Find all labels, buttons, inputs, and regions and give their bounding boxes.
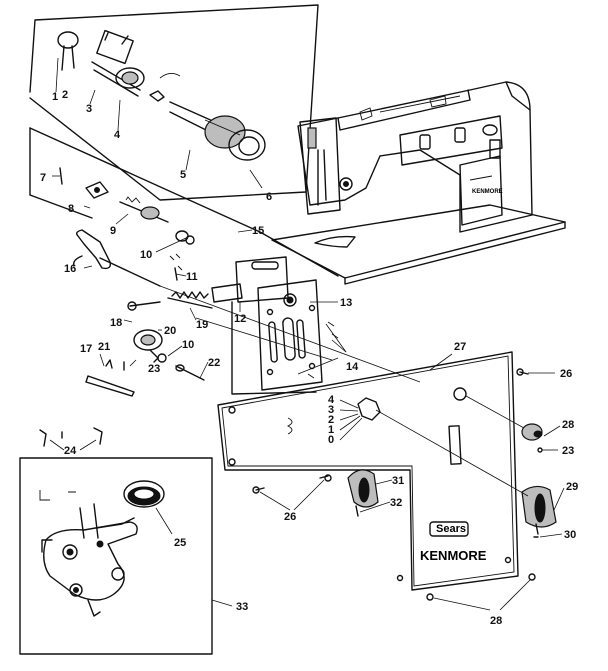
part-31-knob xyxy=(347,469,379,517)
machine-badge: KENMORE xyxy=(472,189,503,195)
label-25: 25 xyxy=(174,537,186,549)
part-22-pin xyxy=(175,364,205,381)
part-11-small-screws xyxy=(169,253,183,281)
dial-mark-2: 2 xyxy=(328,414,334,426)
stitch-dial: 4 3 2 1 0 xyxy=(328,394,381,446)
label-28b: 28 xyxy=(490,615,502,627)
dial-mark-3: 3 xyxy=(328,404,334,416)
part-23-small-screw xyxy=(157,353,167,363)
spring-clip-part xyxy=(149,73,181,102)
winder-assembly-part xyxy=(91,29,145,97)
label-21: 21 xyxy=(98,341,110,353)
label-14: 14 xyxy=(346,361,359,373)
part-19-spring xyxy=(167,291,213,309)
part-number-labels: 1 2 3 4 5 6 7 8 9 10 10 11 12 13 14 15 1… xyxy=(40,89,578,627)
label-13: 13 xyxy=(340,297,352,309)
leader-lines xyxy=(52,175,565,611)
label-15: 15 xyxy=(252,225,264,237)
label-30: 30 xyxy=(564,529,576,541)
label-23b: 23 xyxy=(562,445,574,457)
label-4: 4 xyxy=(114,129,121,141)
label-33: 33 xyxy=(236,601,248,613)
part-10-collar xyxy=(175,230,195,245)
label-1: 1 xyxy=(52,91,58,103)
label-32: 32 xyxy=(390,497,402,509)
label-26b: 26 xyxy=(284,511,296,523)
back-cover-outline xyxy=(29,127,339,277)
label-18: 18 xyxy=(110,317,122,329)
part-18-screw xyxy=(127,301,161,311)
part-7-8-bracket xyxy=(59,167,109,199)
label-2: 2 xyxy=(62,89,68,101)
label-31: 31 xyxy=(392,475,404,487)
part-9-shaft xyxy=(119,196,169,223)
inset-top xyxy=(29,4,319,201)
part-28-small-knob xyxy=(521,423,543,441)
sewing-machine-body: KENMORE xyxy=(271,81,566,285)
inset-bottom xyxy=(19,457,233,655)
faceplate-brand-sears: Sears xyxy=(436,523,466,535)
label-28a: 28 xyxy=(562,419,574,431)
label-5: 5 xyxy=(180,169,186,181)
label-27: 27 xyxy=(454,341,466,353)
part-24-screws xyxy=(39,427,103,451)
faceplate-brand-kenmore: KENMORE xyxy=(420,548,487,563)
part-16-presser-lever xyxy=(72,229,161,287)
dial-mark-0: 0 xyxy=(328,434,334,446)
part-29-knob xyxy=(521,485,557,535)
label-29: 29 xyxy=(566,481,578,493)
label-6: 6 xyxy=(266,191,272,203)
label-9: 9 xyxy=(110,225,116,237)
label-22: 22 xyxy=(208,357,220,369)
part-13-14-needle-plate xyxy=(257,279,339,391)
label-24: 24 xyxy=(64,445,77,457)
dial-mark-1: 1 xyxy=(328,424,334,436)
part-25-ring xyxy=(123,480,173,535)
label-10b: 10 xyxy=(182,339,194,351)
part-12-needle-plate-bracket xyxy=(211,256,289,303)
label-12: 12 xyxy=(234,313,246,325)
label-10a: 10 xyxy=(140,249,152,261)
part-21-spring-lever xyxy=(85,359,135,397)
face-plate: Sears KENMORE xyxy=(217,351,519,591)
label-23a: 23 xyxy=(148,363,160,375)
winder-shaft-part xyxy=(169,101,266,161)
label-20: 20 xyxy=(164,325,176,337)
label-17: 17 xyxy=(80,343,92,355)
label-3: 3 xyxy=(86,103,92,115)
dial-mark-4: 4 xyxy=(328,394,335,406)
spool-pin-part xyxy=(57,31,79,71)
label-19: 19 xyxy=(196,319,208,331)
label-26a: 26 xyxy=(560,368,572,380)
part-33-hook-assembly xyxy=(39,490,138,617)
label-8: 8 xyxy=(68,203,74,215)
label-16: 16 xyxy=(64,263,76,275)
label-7: 7 xyxy=(40,172,46,184)
label-11: 11 xyxy=(186,271,198,283)
